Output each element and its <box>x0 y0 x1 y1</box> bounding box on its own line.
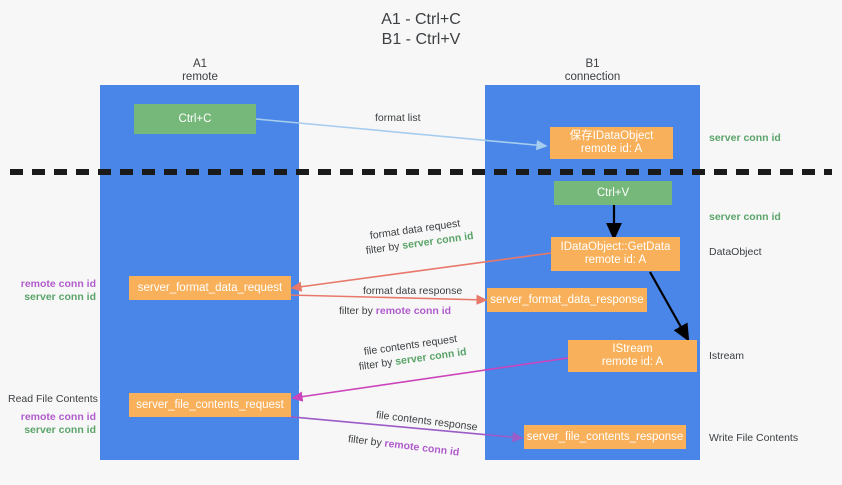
title-line-2: B1 - Ctrl+V <box>381 31 461 48</box>
node-server-file-contents-request-label: server_file_contents_request <box>136 398 284 411</box>
lane-header-a1: A1 remote <box>100 58 300 84</box>
annotation-dataobject: DataObject <box>709 246 762 258</box>
lane-a1-sub: remote <box>182 71 218 83</box>
edge-label-file-contents-response: file contents response <box>375 409 479 434</box>
annotation-remote-conn-id-1: remote conn id <box>20 278 96 290</box>
filter-prefix-2: filter by <box>339 305 376 317</box>
node-server-format-data-response[interactable]: server_format_data_response <box>487 288 647 312</box>
edge-label-format-data-response: format data response <box>363 285 463 297</box>
annotation-conn-ids-upper: remote conn id server conn id <box>0 278 96 304</box>
edge-label-format-data-response-filter: filter by remote conn id <box>339 305 451 318</box>
node-save-idataobject-line1: 保存IDataObject <box>569 130 654 142</box>
node-server-format-data-request-label: server_format_data_request <box>137 281 283 294</box>
edge-label-format-list: format list <box>375 112 421 124</box>
filter-id-remote-conn-2: remote conn id <box>383 437 460 459</box>
node-server-format-data-request[interactable]: server_format_data_request <box>129 276 291 300</box>
node-server-format-data-response-label: server_format_data_response <box>490 293 644 306</box>
node-istream-line1: IStream <box>612 343 653 355</box>
node-getdata-line1: IDataObject::GetData <box>560 241 671 253</box>
annotation-write-file-contents: Write File Contents <box>709 432 799 444</box>
annotation-server-conn-id-mid: server conn id <box>709 211 781 223</box>
lane-a1-name: A1 <box>192 58 208 70</box>
node-ctrl-c[interactable]: Ctrl+C <box>134 104 256 134</box>
node-ctrl-v[interactable]: Ctrl+V <box>554 181 672 205</box>
node-getdata-line2: remote id: A <box>584 254 647 266</box>
node-ctrl-c-label: Ctrl+C <box>178 112 212 125</box>
node-save-idataobject-line2: remote id: A <box>580 143 643 155</box>
annotation-server-conn-id-top: server conn id <box>709 132 781 144</box>
page-title: A1 - Ctrl+C B1 - Ctrl+V <box>0 10 842 50</box>
annotation-server-conn-id-1: server conn id <box>24 291 96 303</box>
edge-label-file-contents-response-filter: filter by remote conn id <box>347 433 460 460</box>
node-server-file-contents-response[interactable]: server_file_contents_response <box>524 425 686 449</box>
node-idataobject-getdata[interactable]: IDataObject::GetData remote id: A <box>551 237 680 271</box>
filter-prefix-3: filter by <box>358 355 397 373</box>
title-line-1: A1 - Ctrl+C <box>381 11 461 28</box>
annotation-conn-ids-lower: remote conn id server conn id <box>0 411 96 437</box>
node-save-idataobject[interactable]: 保存IDataObject remote id: A <box>550 127 673 159</box>
node-ctrl-v-label: Ctrl+V <box>596 186 630 199</box>
annotation-server-conn-id-2: server conn id <box>24 424 96 436</box>
annotation-read-file-contents: Read File Contents <box>8 393 98 405</box>
annotation-istream: Istream <box>709 350 745 362</box>
lane-b1-sub: connection <box>564 71 621 83</box>
node-istream[interactable]: IStream remote id: A <box>568 340 697 372</box>
node-server-file-contents-request[interactable]: server_file_contents_request <box>129 393 291 417</box>
node-server-file-contents-response-label: server_file_contents_response <box>526 430 684 443</box>
lane-header-b1: B1 connection <box>485 58 700 84</box>
lane-b1-name: B1 <box>585 58 600 70</box>
filter-id-remote-conn-1: remote conn id <box>375 305 452 317</box>
node-istream-line2: remote id: A <box>601 356 664 368</box>
annotation-remote-conn-id-2: remote conn id <box>20 411 96 423</box>
filter-prefix-4: filter by <box>347 433 386 450</box>
